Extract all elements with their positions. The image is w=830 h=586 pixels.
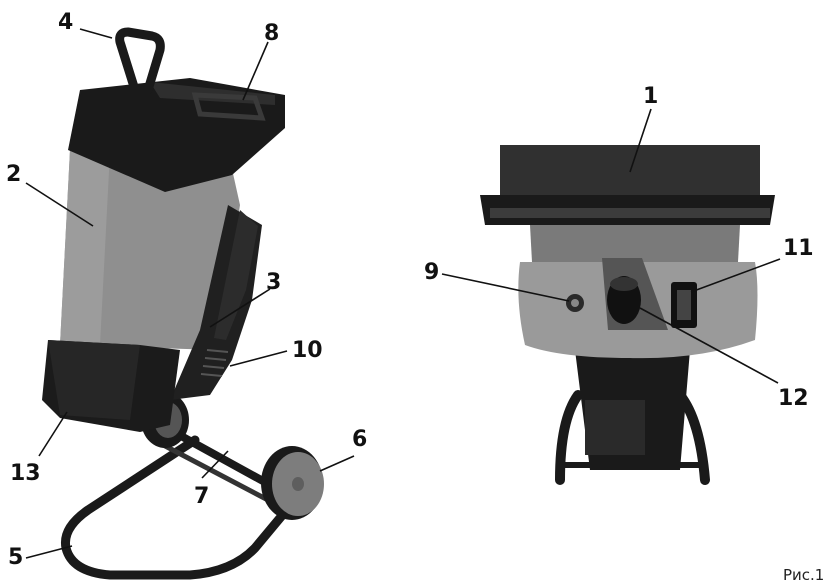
- callout-7: 7: [194, 484, 209, 509]
- callout-8: 8: [264, 21, 279, 46]
- shredder-front-view: [480, 145, 775, 485]
- vent-grille: [200, 349, 229, 377]
- callout-3: 3: [266, 270, 281, 295]
- callout-9: 9: [424, 260, 439, 285]
- callout-numbers: 4 8 2 3 10 13 7 6 5 1 9 11 12: [6, 10, 814, 570]
- callout-6: 6: [352, 427, 367, 452]
- callout-1: 1: [643, 84, 658, 109]
- top-hopper: [68, 78, 285, 192]
- callout-13: 13: [10, 461, 41, 486]
- pusher-handle: [115, 27, 165, 95]
- shredder-side-view: [42, 27, 324, 580]
- figure-label: Рис.1: [783, 566, 825, 584]
- stand-frame: [60, 435, 290, 580]
- hopper-top: [500, 145, 760, 200]
- callout-10: 10: [292, 338, 323, 363]
- callout-2: 2: [6, 162, 21, 187]
- callout-12: 12: [778, 386, 809, 411]
- carry-handle: [191, 92, 266, 121]
- callout-5: 5: [8, 545, 23, 570]
- callout-11: 11: [783, 236, 814, 261]
- leader-lines: [25, 28, 781, 559]
- callout-4: 4: [58, 10, 73, 35]
